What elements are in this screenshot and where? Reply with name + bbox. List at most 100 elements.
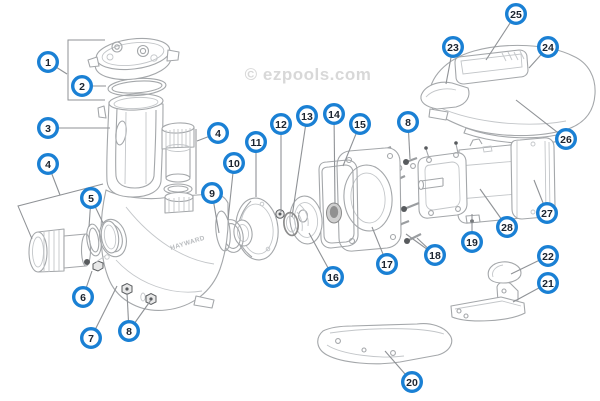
callout-circle-23[interactable] — [442, 36, 465, 59]
callout-number-16: 16 — [327, 272, 339, 284]
motor-base-art — [317, 323, 453, 365]
callout-circle-10[interactable] — [222, 151, 245, 174]
callout-24[interactable]: 24 — [528, 36, 560, 69]
callout-14[interactable]: 14 — [323, 102, 346, 205]
callout-circle-5[interactable] — [79, 186, 102, 209]
callout-leader-line — [291, 115, 308, 218]
callout-26[interactable]: 26 — [515, 99, 578, 150]
callout-circle-6[interactable] — [71, 286, 94, 309]
callout-circle-4[interactable] — [37, 152, 60, 175]
callout-number-22: 22 — [542, 251, 554, 263]
callout-number-4: 4 — [45, 159, 51, 171]
callout-19[interactable]: 19 — [461, 214, 484, 253]
callout-21[interactable]: 21 — [512, 272, 560, 303]
motor-cover-art — [420, 44, 596, 144]
callout-number-20: 20 — [406, 377, 418, 389]
callout-16[interactable]: 16 — [308, 232, 345, 289]
callout-22[interactable]: 22 — [510, 244, 560, 275]
callout-number-12: 12 — [275, 119, 287, 131]
callout-number-13: 13 — [301, 111, 313, 123]
callout-circle-9[interactable] — [200, 181, 223, 204]
callout-circle-28[interactable] — [496, 215, 519, 238]
callout-number-2: 2 — [79, 81, 85, 93]
callout-2[interactable]: 2 — [70, 74, 106, 97]
callout-number-11: 11 — [250, 137, 261, 149]
callout-number-23: 23 — [447, 42, 459, 54]
callout-circle-13[interactable] — [296, 104, 319, 127]
callout-circle-11[interactable] — [244, 130, 267, 153]
housing-gasket-art — [318, 159, 359, 249]
callout-number-21: 21 — [542, 278, 554, 290]
callout-20[interactable]: 20 — [384, 350, 424, 394]
impeller-ring-art — [283, 211, 299, 237]
callout-circle-19[interactable] — [461, 230, 484, 253]
callout-25[interactable]: 25 — [485, 2, 528, 61]
callout-number-4: 4 — [215, 128, 221, 140]
callout-circle-17[interactable] — [376, 252, 399, 275]
callout-circle-15[interactable] — [349, 112, 372, 135]
callout-circle-7[interactable] — [79, 327, 102, 350]
cover-side-panel-art — [420, 81, 470, 121]
diffuser-art — [233, 197, 279, 261]
callout-number-17: 17 — [381, 259, 393, 271]
callout-circle-14[interactable] — [323, 102, 346, 125]
callout-bracket-line — [67, 39, 105, 101]
callout-circle-2[interactable] — [70, 74, 93, 97]
callout-circle-25[interactable] — [505, 2, 528, 26]
union-assembly-left-art — [28, 220, 120, 273]
impeller-art — [289, 195, 323, 245]
callout-11[interactable]: 11 — [244, 130, 267, 197]
callout-5[interactable]: 5 — [79, 186, 104, 228]
callout-18[interactable]: 18 — [405, 233, 447, 266]
callout-3[interactable]: 3 — [37, 116, 110, 139]
callout-12[interactable]: 12 — [270, 112, 293, 212]
callout-number-3: 3 — [45, 123, 51, 135]
motor-foot-cap-art — [487, 261, 522, 284]
callout-number-27: 27 — [541, 208, 553, 220]
motor-flange-art — [417, 141, 468, 219]
callout-28[interactable]: 28 — [479, 188, 519, 238]
callout-6[interactable]: 6 — [71, 270, 94, 309]
motor-mount-art — [450, 281, 526, 322]
strainer-housing-art — [97, 93, 164, 198]
callout-8[interactable]: 8 — [397, 110, 420, 160]
callout-number-18: 18 — [429, 250, 441, 262]
callout-number-14: 14 — [328, 109, 340, 121]
callout-circle-4[interactable] — [206, 121, 229, 144]
callout-4[interactable]: 4 — [195, 121, 229, 194]
callout-15[interactable]: 15 — [342, 112, 372, 167]
callout-circle-3[interactable] — [37, 116, 60, 139]
callout-27[interactable]: 27 — [533, 179, 559, 224]
callout-circle-12[interactable] — [270, 112, 293, 135]
callout-bracket-line — [17, 183, 104, 240]
callout-9[interactable]: 9 — [200, 181, 223, 234]
callout-10[interactable]: 10 — [222, 151, 245, 221]
callout-7[interactable]: 7 — [79, 285, 118, 350]
watermark: © ezpools.com — [245, 65, 372, 84]
callout-1[interactable]: 1 — [37, 39, 105, 101]
callout-circle-27[interactable] — [536, 201, 559, 224]
callout-circle-26[interactable] — [555, 127, 578, 150]
callout-circle-8[interactable] — [397, 110, 420, 133]
callout-number-19: 19 — [466, 237, 478, 249]
callout-circle-21[interactable] — [537, 272, 560, 295]
callout-17[interactable]: 17 — [371, 226, 399, 275]
callout-circle-24[interactable] — [537, 36, 560, 59]
callout-4[interactable]: 4 — [17, 152, 104, 240]
callout-circle-16[interactable] — [322, 266, 345, 289]
callout-circle-8[interactable] — [117, 320, 140, 343]
callout-circle-18[interactable] — [424, 243, 447, 266]
callout-8[interactable]: 8 — [117, 292, 152, 343]
strainer-cover-art — [87, 37, 180, 81]
callout-leader-line — [333, 113, 336, 205]
callout-circle-22[interactable] — [537, 244, 560, 267]
callout-13[interactable]: 13 — [291, 104, 319, 218]
shaft-seal-art — [326, 202, 342, 224]
callout-circle-20[interactable] — [401, 371, 424, 394]
drain-plug-art — [84, 254, 110, 272]
callout-circle-1[interactable] — [37, 51, 60, 74]
callout-number-26: 26 — [560, 134, 572, 146]
callout-23[interactable]: 23 — [442, 36, 465, 85]
